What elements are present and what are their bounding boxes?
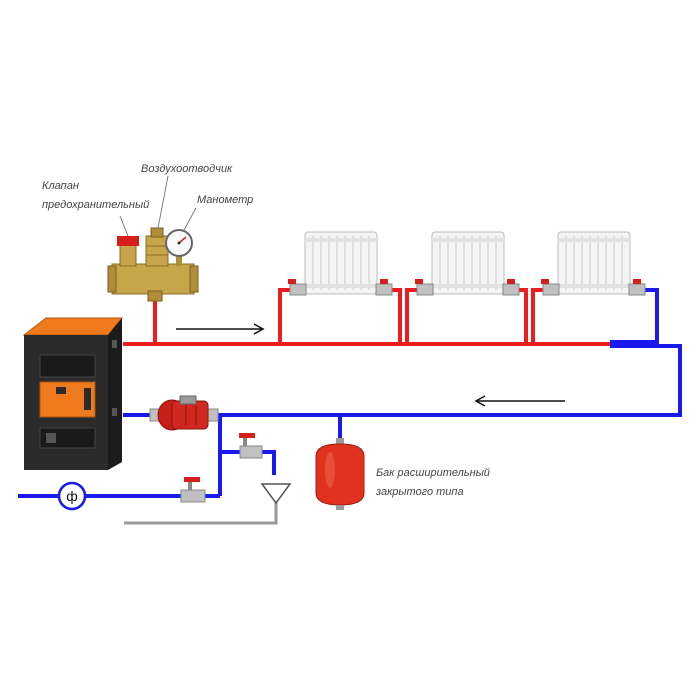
drain-funnel-icon bbox=[260, 483, 292, 505]
air-vent-label: Воздухоотводчик bbox=[141, 163, 233, 175]
ball-valve-icon bbox=[239, 433, 263, 459]
air-vent-leader bbox=[157, 175, 169, 229]
ball-valve-icon bbox=[541, 279, 560, 296]
pressure-gauge-label: Манометр bbox=[197, 194, 253, 206]
expansion-tank-label-line1: Бак расширительный bbox=[376, 467, 490, 479]
safety-group-icon bbox=[107, 227, 199, 302]
safety-valve-leader bbox=[119, 215, 129, 237]
radiator-valves bbox=[288, 279, 646, 296]
drain-branch-pipe bbox=[220, 450, 276, 475]
safety-valve-label-line1: Клапан bbox=[42, 180, 79, 192]
circulation-pump-icon bbox=[149, 395, 219, 431]
return-main-pipe bbox=[123, 288, 682, 417]
radiator-2-return-pipe bbox=[512, 288, 528, 344]
radiator-2-supply-pipe bbox=[405, 288, 422, 344]
supply-pipes bbox=[123, 288, 612, 346]
drain-pipe bbox=[124, 503, 278, 525]
radiator-icon bbox=[557, 231, 631, 295]
ball-valve-icon bbox=[628, 279, 646, 296]
ball-valve-icon bbox=[502, 279, 520, 296]
radiator-icon bbox=[431, 231, 505, 295]
ball-valve-icon bbox=[288, 279, 307, 296]
air-vent-icon bbox=[145, 227, 169, 267]
radiator-3-supply-pipe bbox=[531, 288, 548, 344]
filter-icon: ф bbox=[57, 481, 87, 511]
radiator-1-supply-pipe bbox=[278, 288, 297, 344]
safety-valve-label-line2: предохранительный bbox=[42, 199, 149, 211]
boiler-icon bbox=[22, 317, 124, 470]
pressure-gauge-leader bbox=[183, 207, 197, 231]
expansion-tank-label-line2: закрытого типа bbox=[375, 486, 464, 498]
safety-valve-icon bbox=[117, 236, 139, 267]
pressure-gauge-icon bbox=[165, 229, 193, 266]
radiator-icon bbox=[304, 231, 378, 295]
ball-valve-icon bbox=[180, 477, 206, 503]
expansion-tank-icon bbox=[315, 438, 365, 510]
flow-arrow-icon bbox=[474, 395, 565, 407]
radiator-1-return-pipe bbox=[385, 288, 402, 344]
ball-valve-icon bbox=[375, 279, 393, 296]
filter-symbol: ф bbox=[66, 488, 78, 504]
flow-arrow-icon bbox=[176, 323, 265, 335]
ball-valve-icon bbox=[415, 279, 434, 296]
